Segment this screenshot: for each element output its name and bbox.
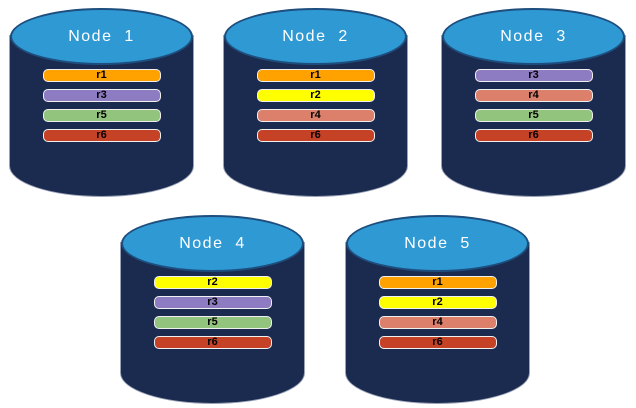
region-list: r2 r3 r5 r6 bbox=[153, 276, 272, 349]
region-bar-r3: r3 bbox=[42, 89, 161, 102]
region-bar-r6: r6 bbox=[256, 129, 375, 142]
node-2-cylinder: Node 2 r1 r2 r4 r6 bbox=[224, 8, 407, 196]
region-bar-r6: r6 bbox=[42, 129, 161, 142]
node-title: Node 1 bbox=[68, 27, 135, 45]
region-bar-r5: r5 bbox=[474, 109, 593, 122]
region-bar-r1: r1 bbox=[42, 69, 161, 82]
node-title: Node 2 bbox=[282, 27, 349, 45]
region-bar-r5: r5 bbox=[153, 316, 272, 329]
region-bar-r2: r2 bbox=[256, 89, 375, 102]
region-bar-r6: r6 bbox=[378, 336, 497, 349]
node-1-cylinder: Node 1 r1 r3 r5 r6 bbox=[10, 8, 193, 196]
region-bar-r2: r2 bbox=[153, 276, 272, 289]
region-list: r1 r2 r4 r6 bbox=[256, 69, 375, 142]
region-bar-r6: r6 bbox=[474, 129, 593, 142]
region-bar-r1: r1 bbox=[378, 276, 497, 289]
database-cylinder-top: Node 1 bbox=[10, 8, 193, 65]
region-list: r3 r4 r5 r6 bbox=[474, 69, 593, 142]
node-4-cylinder: Node 4 r2 r3 r5 r6 bbox=[121, 215, 304, 403]
database-cylinder-top: Node 4 bbox=[121, 215, 304, 272]
node-title: Node 4 bbox=[179, 234, 246, 252]
region-bar-r2: r2 bbox=[378, 296, 497, 309]
region-list: r1 r2 r4 r6 bbox=[378, 276, 497, 349]
region-bar-r5: r5 bbox=[42, 109, 161, 122]
node-3-cylinder: Node 3 r3 r4 r5 r6 bbox=[442, 8, 625, 196]
region-list: r1 r3 r5 r6 bbox=[42, 69, 161, 142]
database-cylinder-top: Node 2 bbox=[224, 8, 407, 65]
database-cylinder-top: Node 5 bbox=[346, 215, 529, 272]
region-bar-r1: r1 bbox=[256, 69, 375, 82]
region-bar-r6: r6 bbox=[153, 336, 272, 349]
node-title: Node 3 bbox=[500, 27, 567, 45]
region-bar-r4: r4 bbox=[474, 89, 593, 102]
database-cylinder-top: Node 3 bbox=[442, 8, 625, 65]
node-title: Node 5 bbox=[404, 234, 471, 252]
region-bar-r4: r4 bbox=[378, 316, 497, 329]
region-bar-r3: r3 bbox=[474, 69, 593, 82]
node-5-cylinder: Node 5 r1 r2 r4 r6 bbox=[346, 215, 529, 403]
region-bar-r4: r4 bbox=[256, 109, 375, 122]
region-bar-r3: r3 bbox=[153, 296, 272, 309]
